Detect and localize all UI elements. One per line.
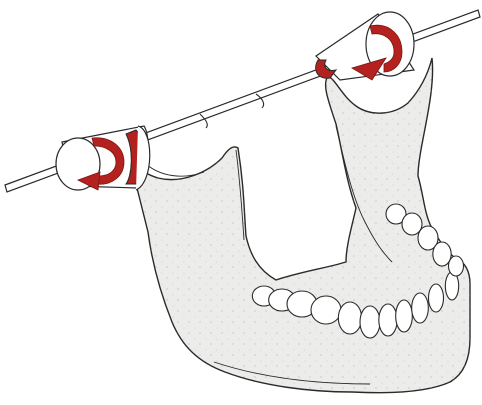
condyle-neck-line bbox=[146, 164, 204, 176]
left-rotation-cap bbox=[56, 126, 150, 190]
tooth bbox=[396, 300, 413, 332]
tooth bbox=[360, 306, 380, 338]
tooth bbox=[429, 284, 444, 312]
tooth bbox=[379, 304, 397, 336]
right-rotation-cap bbox=[316, 12, 414, 80]
tooth bbox=[449, 256, 464, 276]
tooth bbox=[338, 302, 361, 334]
tooth bbox=[311, 296, 341, 324]
tooth bbox=[412, 293, 429, 323]
